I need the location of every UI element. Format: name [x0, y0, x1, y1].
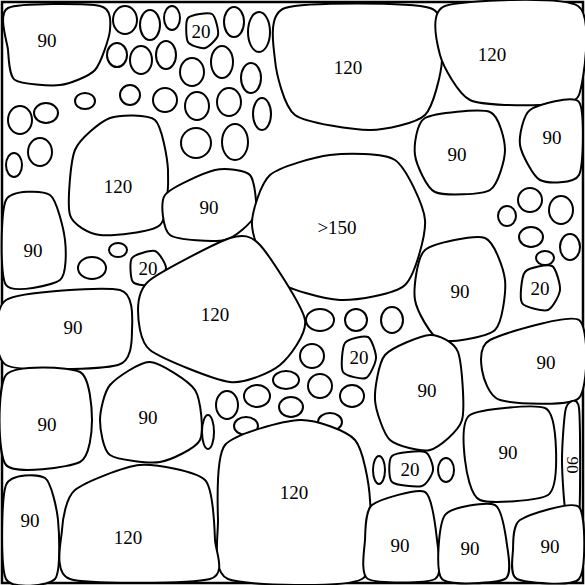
- cell-size-label: 20: [139, 259, 158, 278]
- cell-wall: [464, 407, 557, 502]
- cell-wall: [415, 111, 505, 195]
- cell: 90: [3, 475, 61, 582]
- cell-wall: [521, 265, 560, 310]
- cell: 20: [389, 449, 436, 489]
- cell-size-label: 20: [350, 348, 369, 367]
- cell-wall: [186, 13, 218, 48]
- cell: 120: [272, 5, 445, 133]
- cell: 90: [97, 359, 203, 465]
- cell: 120: [67, 115, 171, 238]
- cell: 120: [437, 3, 582, 108]
- cell: 90: [362, 489, 440, 582]
- cell-size-label: 90: [543, 128, 562, 147]
- cell: 20: [519, 263, 563, 313]
- cell-size-label: 120: [114, 528, 143, 547]
- cell: 90: [5, 3, 113, 88]
- cell-size-label: 90: [418, 381, 437, 400]
- cell-size-label: 120: [280, 483, 309, 502]
- cell-wall: [415, 237, 506, 341]
- cell-wall: [273, 3, 444, 130]
- cell-wall: [520, 99, 583, 182]
- cell: 90: [412, 235, 508, 343]
- cell-size-label: >150: [317, 218, 356, 237]
- cell: 20: [340, 334, 379, 381]
- cell-wall: [59, 465, 219, 583]
- cell: 90: [462, 405, 559, 503]
- cell-wall: [0, 289, 132, 370]
- cell-wall: [69, 115, 168, 235]
- cell: 120: [59, 462, 218, 582]
- cell-size-label: 20: [192, 22, 211, 41]
- cell-size-label: 120: [478, 45, 507, 64]
- cell-size-label: 90: [38, 31, 57, 50]
- cell-size-label: 20: [531, 279, 550, 298]
- cell: 90: [439, 502, 510, 582]
- cell: 90: [510, 504, 582, 582]
- cell-wall: [0, 367, 92, 469]
- cell-size-label: 90: [499, 443, 518, 462]
- cell-outline: [5, 3, 113, 88]
- cell-wall: [2, 475, 59, 585]
- cell-wall: [138, 236, 305, 382]
- cell-wall: [363, 491, 439, 582]
- cell: 20: [185, 11, 221, 51]
- cell-size-label: 90: [451, 282, 470, 301]
- cell-wall: [3, 4, 110, 85]
- cell: 90: [3, 369, 95, 468]
- cell-wall: [435, 0, 585, 105]
- cell-size-label: 90: [200, 198, 219, 217]
- cell: 90: [162, 167, 258, 243]
- cell-wall: [481, 319, 585, 404]
- cell-outline: [437, 3, 582, 108]
- cell-size-label: 90: [537, 353, 556, 372]
- cell-size-label: 120: [104, 177, 133, 196]
- cell-outline: [479, 317, 582, 403]
- cell-size-label: 90: [24, 241, 43, 260]
- cell: 90: [3, 287, 135, 368]
- cell-size-label: 90: [448, 145, 467, 164]
- cell-size-label: 20: [401, 460, 420, 479]
- cell-size-label: 120: [334, 58, 363, 77]
- cell-size-label: 90: [391, 536, 410, 555]
- cell-wall: [438, 504, 509, 584]
- cell-wall: [512, 505, 584, 583]
- cell-size-label: 90: [461, 539, 480, 558]
- cell: 120: [215, 417, 373, 582]
- cell-wall: [389, 451, 433, 486]
- cell-outline: [59, 462, 218, 582]
- cell-size-label: 90: [563, 456, 580, 473]
- cell-size-label: 90: [38, 415, 57, 434]
- cell: 120: [135, 235, 308, 385]
- cell-size-label: 120: [201, 305, 230, 324]
- cell: 90: [559, 405, 582, 521]
- cell-wall: [162, 169, 256, 241]
- cell: 90: [3, 192, 68, 288]
- cell: 90: [479, 317, 582, 403]
- cell-wall: [342, 337, 376, 379]
- cell-wall: [217, 420, 373, 585]
- cell: 90: [372, 332, 465, 453]
- cell: 90: [517, 99, 582, 183]
- cell-wall: [375, 335, 463, 450]
- cell-wall: [100, 362, 202, 462]
- cell: 90: [412, 109, 508, 195]
- cell-size-label: 90: [64, 318, 83, 337]
- cell-wall: [2, 192, 66, 289]
- cell-size-label: 90: [541, 537, 560, 556]
- cell-size-label: 90: [139, 408, 158, 427]
- cell-size-label: 90: [21, 511, 40, 530]
